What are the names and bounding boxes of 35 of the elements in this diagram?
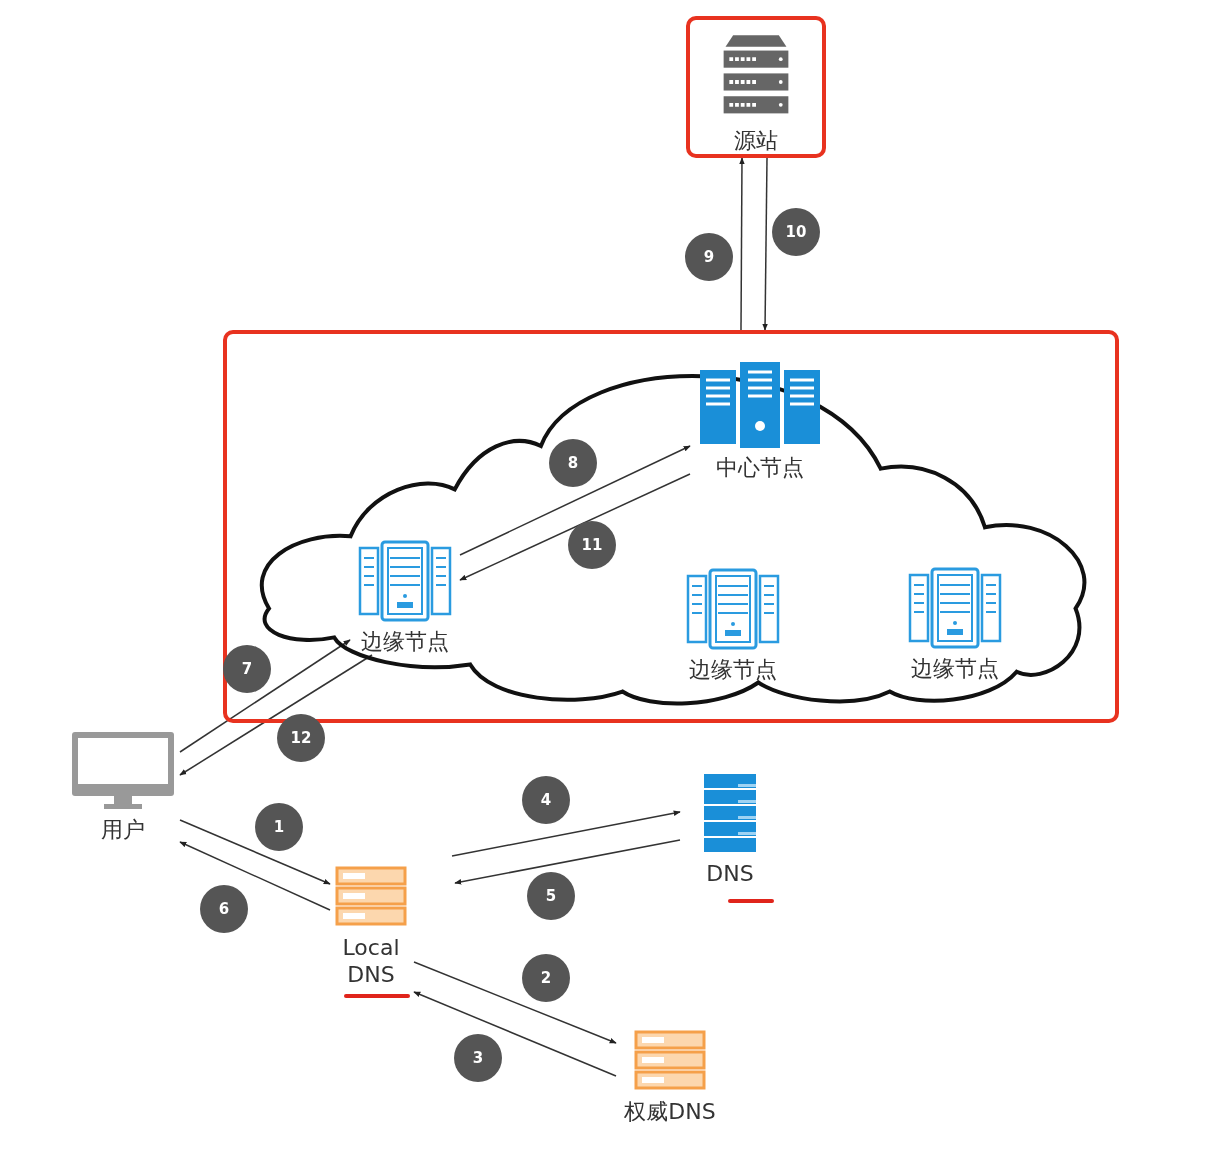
step-number: 9 — [685, 233, 733, 281]
arrow — [454, 839, 681, 885]
node-label: 边缘节点 — [361, 628, 449, 655]
node-label: 权威DNS — [624, 1098, 716, 1125]
step-number: 7 — [223, 645, 271, 693]
highlight-box — [686, 16, 826, 158]
arrow — [451, 810, 681, 857]
step-number: 10 — [772, 208, 820, 256]
step-number: 2 — [522, 954, 570, 1002]
node-label: 中心节点 — [716, 454, 804, 481]
arrow — [459, 445, 691, 556]
node-label: 边缘节点 — [910, 655, 999, 682]
arrow — [459, 473, 691, 581]
arrow — [413, 991, 617, 1077]
arrow — [179, 654, 373, 776]
node-label: 源站 — [734, 127, 778, 154]
step-number: 4 — [522, 776, 570, 824]
arrow — [179, 639, 351, 753]
step-number: 12 — [277, 714, 325, 762]
arrow — [739, 157, 745, 331]
arrow — [179, 841, 331, 911]
node-label: Local DNS — [341, 934, 401, 988]
arrow — [762, 157, 768, 331]
step-number: 1 — [255, 803, 303, 851]
node-label: 用户 — [100, 816, 145, 843]
node-label: DNS — [706, 860, 754, 887]
arrow — [413, 961, 617, 1044]
node-label: 边缘节点 — [688, 656, 777, 683]
step-number: 3 — [454, 1034, 502, 1082]
step-number: 5 — [527, 872, 575, 920]
step-number: 8 — [549, 439, 597, 487]
step-number: 11 — [568, 521, 616, 569]
step-number: 6 — [200, 885, 248, 933]
highlight-box — [223, 330, 1119, 723]
arrow — [179, 819, 331, 885]
